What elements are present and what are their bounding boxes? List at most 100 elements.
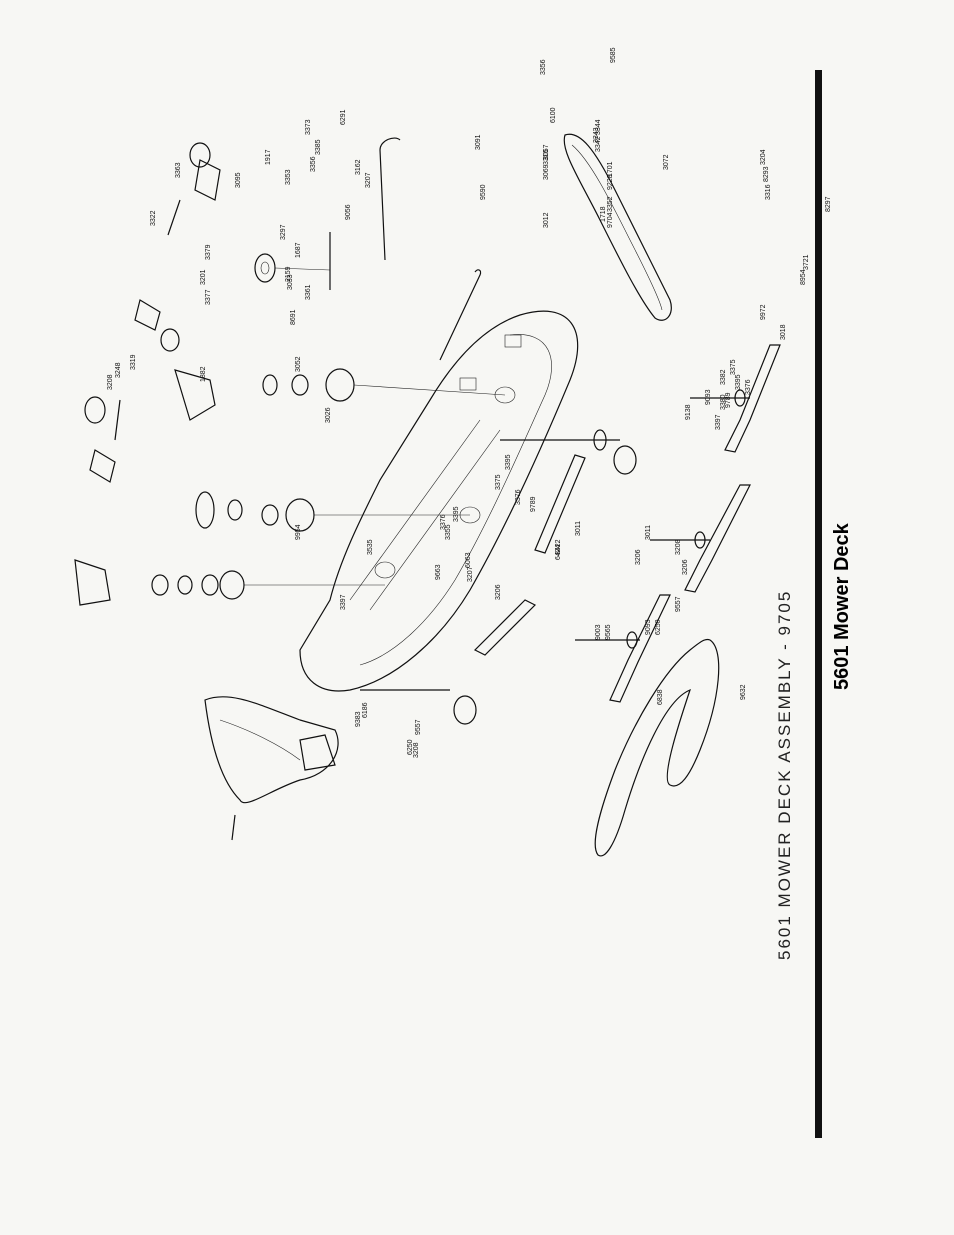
part-number-label: 2159 (285, 266, 292, 282)
part-number-label: 9972 (760, 304, 767, 320)
part-number-label: 9789 (725, 392, 732, 408)
part-number-label: 3379 (205, 244, 212, 260)
part-number-label: 3385 (315, 139, 322, 155)
part-number-label: 6838 (657, 689, 664, 705)
part-number-label: 9954 (295, 524, 302, 540)
part-number-label: 3322 (150, 210, 157, 226)
part-number-label: 1701 (607, 161, 614, 177)
part-number-label: 3395 (505, 454, 512, 470)
part-number-label: 3395 (453, 506, 460, 522)
part-number-label: 9585 (610, 47, 617, 63)
part-number-label: 3011 (575, 521, 582, 536)
part-number-label: 3201 (200, 269, 207, 285)
part-number-label: 3319 (130, 354, 137, 370)
page-heading: 5601 Mower Deck (831, 522, 853, 690)
part-number-label: 9565 (605, 624, 612, 640)
part-number-label: 3352 (607, 196, 614, 212)
part-number-label: 3207 (467, 566, 474, 582)
part-number-label: 3057 (543, 144, 550, 160)
part-number-label: 6100 (550, 107, 557, 123)
part-number-label: 9093 (645, 619, 652, 635)
part-number-label: 3072 (663, 154, 670, 170)
part-number-label: 3208 (675, 539, 682, 555)
part-number-label: 3052 (295, 356, 302, 372)
part-number-label: 8297 (825, 196, 832, 212)
blade-spindle-shafts (575, 389, 750, 649)
part-number-label: 3376 (745, 379, 752, 395)
part-number-label: 3207 (365, 172, 372, 188)
drive-belt-upper (563, 133, 672, 321)
part-number-label: 3353 (285, 169, 292, 185)
part-number-label: 3208 (413, 742, 420, 758)
part-number-label: 9138 (685, 404, 692, 420)
part-number-label: 1882 (200, 366, 207, 382)
part-number-label: 1917 (265, 149, 272, 165)
part-number-label: 8691 (290, 309, 297, 325)
part-number-label: 3355 (445, 524, 452, 540)
part-number-label: 9557 (415, 719, 422, 735)
part-number-label: 6291 (340, 109, 347, 125)
part-number-label: 3206 (682, 559, 689, 575)
lift-rods (329, 137, 482, 361)
part-number-label: 3375 (730, 359, 737, 375)
part-number-label: 6186 (362, 702, 369, 718)
part-number-label: 9383 (355, 711, 362, 727)
part-number-label: 6424 (555, 544, 562, 560)
spindle-right (262, 368, 506, 402)
part-number-label: 3012 (543, 212, 550, 228)
spindle-left (151, 570, 385, 600)
part-number-label: 3095 (235, 172, 242, 188)
part-number-label: 3091 (475, 134, 482, 150)
cutting-blades (609, 344, 781, 703)
part-number-label: 3397 (340, 594, 347, 610)
part-number-label: 3363 (175, 162, 182, 178)
part-number-label: 9590 (480, 184, 487, 200)
part-number-label: 9557 (675, 596, 682, 612)
part-number-label: 3033 (287, 274, 294, 290)
part-number-label: 1687 (295, 242, 302, 258)
spindle-center (195, 491, 470, 532)
part-number-label: 6250 (407, 739, 414, 755)
part-number-label: 6063 (465, 552, 472, 568)
part-number-label: 3316 (543, 149, 550, 165)
part-number-label: 3375 (495, 474, 502, 490)
part-number-label: 3297 (280, 224, 287, 240)
part-number-label: 3026 (325, 407, 332, 423)
part-number-label: 9003 (595, 624, 602, 640)
mower-deck-housing (299, 310, 579, 692)
part-number-label: 3397 (715, 414, 722, 430)
part-number-label: 3721 (803, 254, 810, 270)
part-number-label: 8954 (800, 269, 807, 285)
hanger-brackets (89, 159, 221, 483)
part-number-label: 8293 (763, 166, 770, 182)
idler-arms (74, 369, 336, 771)
part-number-label: 3377 (205, 289, 212, 305)
part-number-label: 3361 (305, 284, 312, 300)
part-number-label: 1718 (600, 206, 607, 222)
part-number-label: 3069 (543, 164, 550, 180)
part-number-label: 3018 (780, 324, 787, 340)
part-number-label: 9663 (435, 564, 442, 580)
part-number-label: 9704 (607, 212, 614, 228)
part-number-label: 3395 (735, 374, 742, 390)
discharge-chute (204, 696, 339, 841)
drive-belt-lower (594, 638, 720, 857)
part-number-label: 3376 (515, 489, 522, 505)
deck-baffles (473, 454, 586, 656)
part-number-label: 3343 (593, 127, 600, 143)
part-number-label: 3342 (595, 136, 602, 152)
part-number-label: 8422 (555, 539, 562, 555)
part-number-label: 3344 (595, 119, 602, 135)
gauge-wheels (84, 142, 637, 725)
part-number-label: 3206 (495, 584, 502, 600)
part-number-label: 3162 (355, 159, 362, 175)
part-number-label: 3376 (440, 514, 447, 530)
part-number-label: 3248 (115, 362, 122, 378)
part-number-label: 3380 (720, 394, 727, 410)
assembly-title: 5601 MOWER DECK ASSEMBLY - 9705 (775, 590, 794, 960)
part-number-label: 3204 (760, 149, 767, 165)
part-number-label: 3316 (765, 184, 772, 200)
